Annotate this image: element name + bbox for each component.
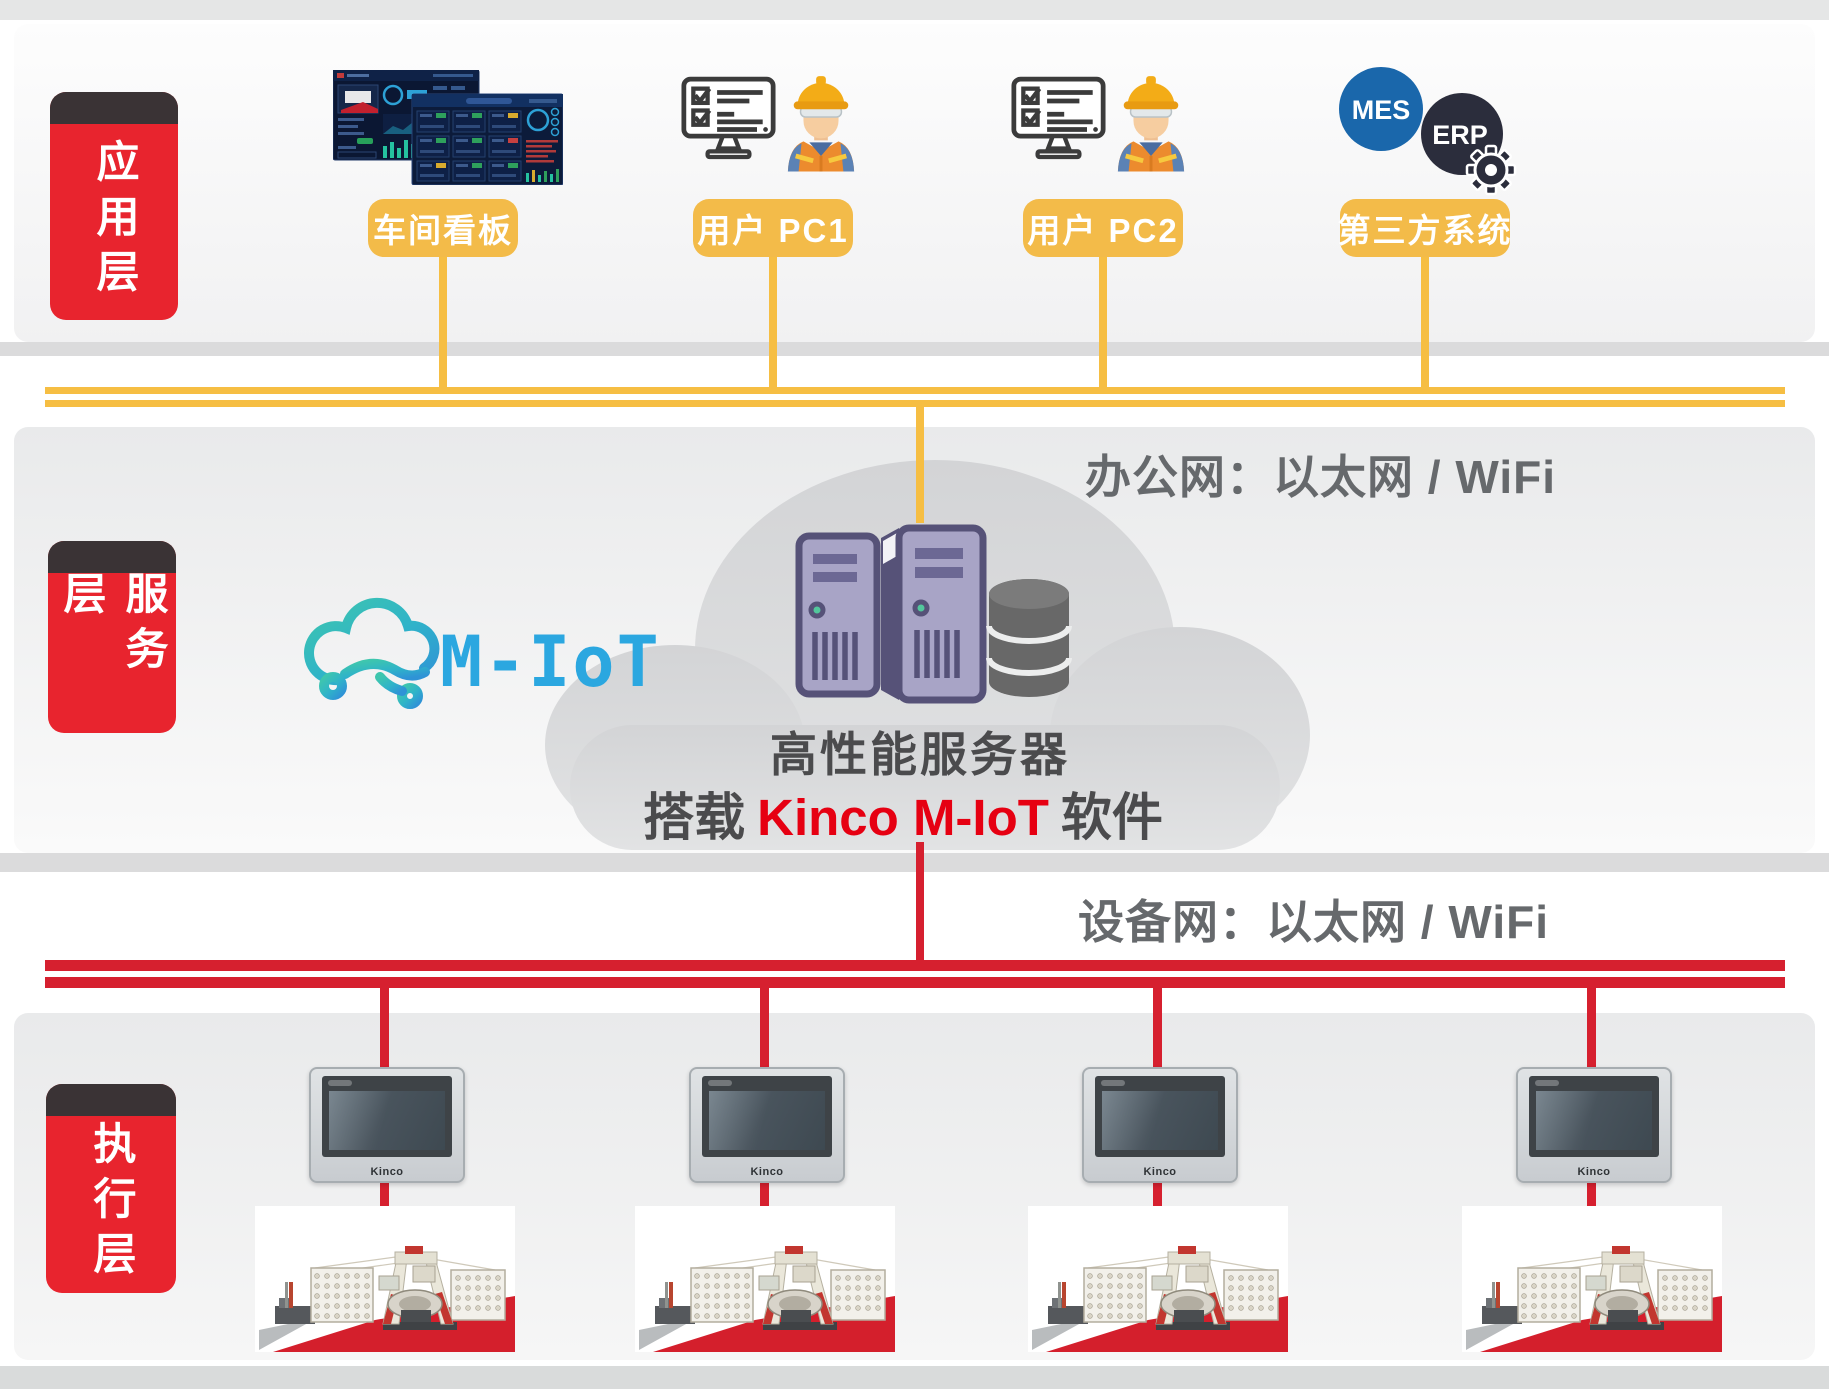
connector-pc1-to-bus — [769, 257, 777, 388]
hmi-logo-mark — [1101, 1080, 1125, 1086]
connector-hmi-to-machine-2 — [760, 1179, 769, 1209]
hmi-screen — [1536, 1091, 1652, 1150]
workshop-dashboard-badge-label: 车间看板 — [373, 212, 513, 249]
hmi-device-2: Kinco — [689, 1067, 845, 1183]
hmi-bezel — [322, 1076, 452, 1157]
divider-2 — [0, 853, 1829, 872]
hmi-bezel — [1095, 1076, 1225, 1157]
third-party-badge: 第三方系统 — [1337, 199, 1513, 257]
monitor-icon — [681, 76, 776, 164]
worker-icon — [1114, 62, 1188, 172]
hmi-logo-mark — [1535, 1080, 1559, 1086]
gear-icon — [1465, 144, 1517, 196]
connector-bus-to-hmi-2 — [760, 988, 769, 1068]
hmi-screen — [329, 1091, 445, 1150]
device-network-label: 设备网：以太网 / WiFi — [1078, 896, 1550, 948]
office-network-label: 办公网：以太网 / WiFi — [1085, 451, 1557, 503]
application-layer-label: 应用层 — [90, 138, 138, 304]
user-pc2-badge-label: 用户 PC2 — [1027, 212, 1179, 249]
divider-1 — [0, 342, 1829, 356]
erp-label: ERP — [1432, 120, 1488, 150]
database-icon — [986, 579, 1072, 697]
worker-icon — [784, 62, 858, 172]
application-layer-band — [14, 24, 1815, 342]
machine-illustration-1 — [255, 1206, 515, 1352]
server-icon — [795, 524, 1072, 704]
hmi-brand-label: Kinco — [750, 1166, 784, 1178]
workshop-dashboard-badge: 车间看板 — [368, 199, 518, 257]
connector-pc2-to-bus — [1099, 257, 1107, 388]
hmi-brand-label: Kinco — [1577, 1166, 1611, 1178]
miot-logo-text: M-IoT — [440, 621, 661, 703]
server-subtitle-prefix: 搭载 — [643, 789, 746, 846]
connector-bus-to-hmi-3 — [1153, 988, 1162, 1068]
office-network-bus-line-1 — [45, 387, 1785, 394]
workshop-dashboard-image — [333, 70, 563, 185]
server-subtitle-highlight: Kinco M-IoT — [757, 789, 1049, 846]
service-layer-pill: 服务层 — [48, 541, 176, 733]
hmi-brand-label: Kinco — [370, 1166, 404, 1178]
user-pc1-badge-label: 用户 PC1 — [697, 212, 849, 249]
connector-server-to-device-bus — [916, 842, 924, 960]
machine-illustration-3 — [1028, 1206, 1288, 1352]
connector-bus-to-server — [916, 407, 924, 523]
mes-label: MES — [1352, 95, 1411, 125]
user-pc2-badge: 用户 PC2 — [1023, 199, 1183, 257]
third-party-badge-label: 第三方系统 — [1337, 212, 1513, 249]
machine-illustration-4 — [1462, 1206, 1722, 1352]
machine-illustration-2 — [635, 1206, 895, 1352]
hmi-device-4: Kinco — [1516, 1067, 1672, 1183]
hmi-brand-label: Kinco — [1143, 1166, 1177, 1178]
user-pc1-badge: 用户 PC1 — [693, 199, 853, 257]
server-title: 高性能服务器 — [770, 728, 1070, 781]
application-layer-pill: 应用层 — [50, 92, 178, 320]
monitor-icon — [1011, 76, 1106, 164]
hmi-logo-mark — [328, 1080, 352, 1086]
connector-thirdparty-to-bus — [1421, 257, 1429, 388]
hmi-bezel — [702, 1076, 832, 1157]
hmi-screen — [709, 1091, 825, 1150]
miot-logo: M-IoT — [304, 597, 661, 709]
server-subtitle-suffix: 软件 — [1060, 789, 1163, 846]
hmi-logo-mark — [708, 1080, 732, 1086]
connector-dashboard-to-bus — [439, 257, 447, 388]
hmi-device-1: Kinco — [309, 1067, 465, 1183]
mes-erp-icon: MES ERP — [1339, 67, 1517, 196]
device-network-bus-line-1 — [45, 960, 1785, 971]
connector-hmi-to-machine-1 — [380, 1179, 389, 1209]
service-layer-label: 服务层 — [57, 571, 167, 681]
device-network-bus-line-2 — [45, 977, 1785, 988]
connector-bus-to-hmi-4 — [1587, 988, 1596, 1068]
cloud-circuit-icon — [304, 597, 440, 709]
execution-layer-label: 执行层 — [87, 1121, 135, 1286]
connector-bus-to-hmi-1 — [380, 988, 389, 1068]
hmi-device-3: Kinco — [1082, 1067, 1238, 1183]
connector-hmi-to-machine-4 — [1587, 1179, 1596, 1209]
execution-layer-pill: 执行层 — [46, 1084, 176, 1293]
top-divider — [0, 0, 1829, 20]
connector-hmi-to-machine-3 — [1153, 1179, 1162, 1209]
bottom-divider — [0, 1366, 1829, 1389]
hmi-screen — [1102, 1091, 1218, 1150]
office-network-bus-line-2 — [45, 400, 1785, 407]
hmi-bezel — [1529, 1076, 1659, 1157]
